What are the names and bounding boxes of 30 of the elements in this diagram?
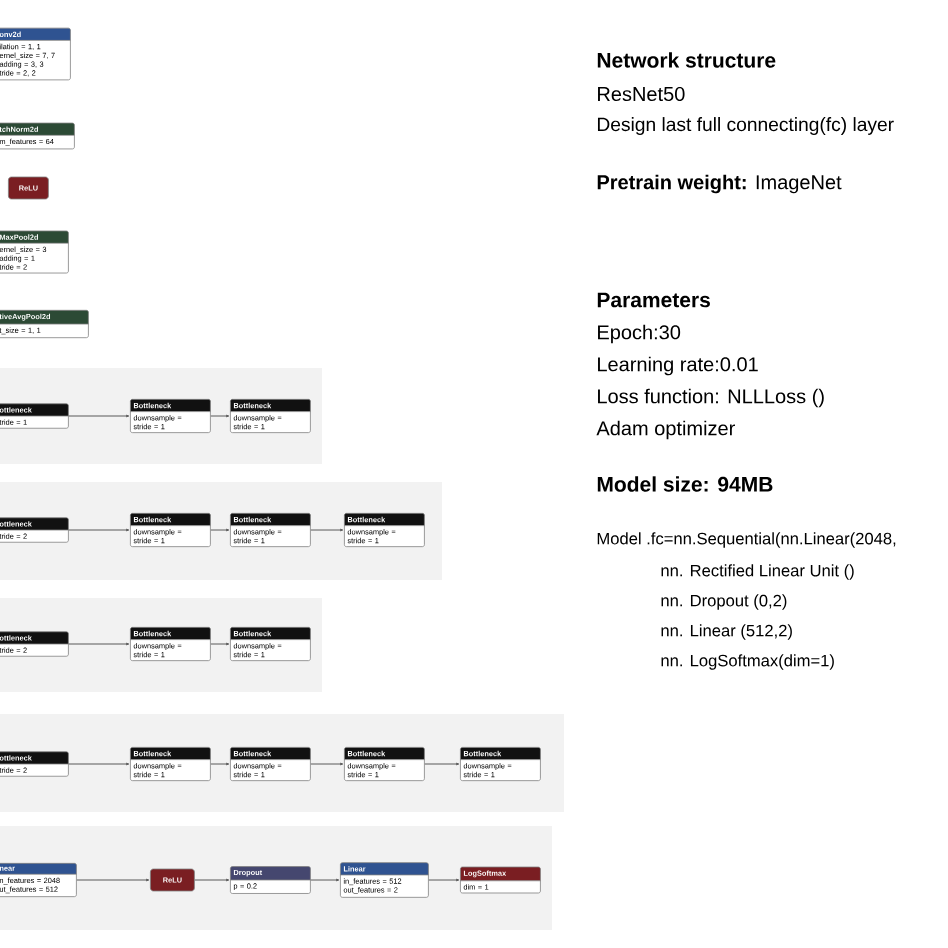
info-text: Learning rate:0.01 [598,356,758,376]
arrow [310,878,340,882]
heading: Model size: 94MB [597,476,773,492]
arrow [68,762,130,766]
info-text: Adam optimizer [596,420,735,440]
code-text: Model .fc=nn.Sequential(nn.Linear(2048, [597,532,896,548]
arrow [68,642,130,646]
arrow [210,528,230,532]
arrow [310,528,344,532]
arrow [194,878,230,882]
info-text: ResNet50 [598,86,685,102]
heading: Parameters [597,292,710,308]
code-text: nn. LogSoftmax(dim=1) [661,654,834,670]
arrow [424,762,460,766]
arrow [310,762,344,766]
heading: Network structure [597,52,776,68]
arrow [68,414,130,418]
info-text: Epoch:30 [598,324,681,344]
code-text: nn. Rectified Linear Unit () [661,564,854,580]
arrow [210,642,230,646]
arrow [68,528,130,532]
code-text: nn. Linear (512,2) [661,624,792,640]
arrow [428,878,460,882]
code-text: nn. Dropout (0,2) [661,594,787,610]
arrow [210,414,230,418]
arrow [76,878,150,882]
info-text: Loss function: NLLLoss () [598,388,824,408]
info-text: Design last full connecting(fc) layer [598,117,894,135]
arrow [210,762,230,766]
info-text: Pretrain weight: ImageNet [597,174,842,194]
